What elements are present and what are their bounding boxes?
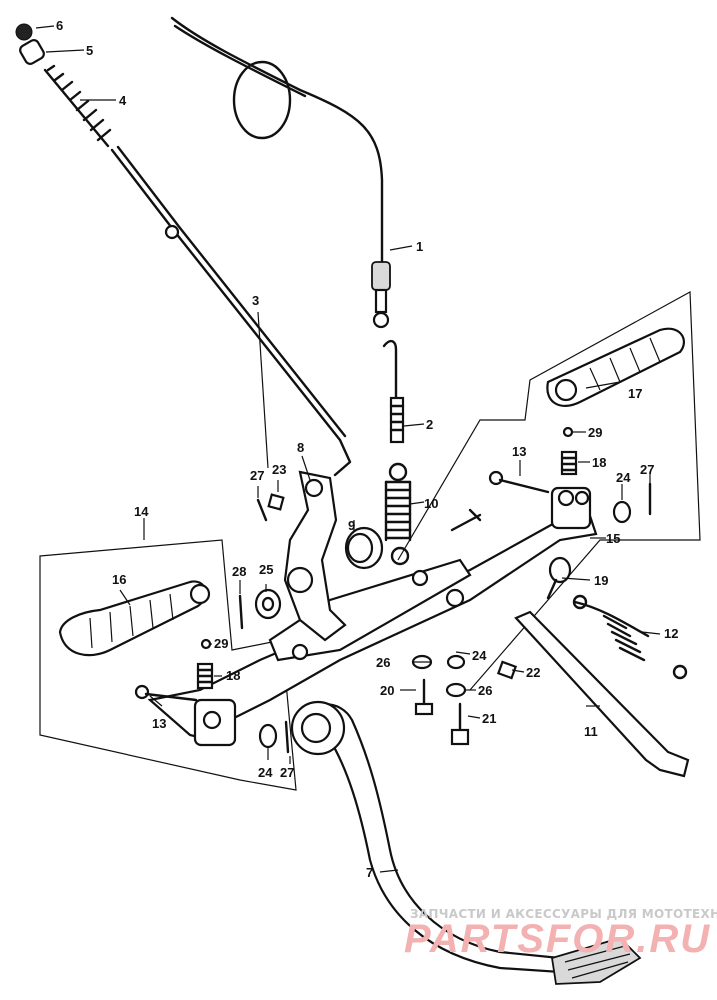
watermark-tagline: ЗАПЧАСТИ И АКСЕССУАРЫ ДЛЯ МОТОТЕХНИКИ (410, 907, 717, 921)
callout-18-right: 18 (592, 455, 606, 470)
brake-pedal (290, 700, 642, 985)
callout-27-lower: 27 (280, 765, 294, 780)
callout-27-upper-left: 27 (250, 468, 264, 483)
return-spring-10 (384, 462, 412, 566)
callout-23: 23 (272, 462, 286, 477)
callout-29-right: 29 (588, 425, 602, 440)
left-footpeg-rubber (58, 580, 211, 657)
callout-7: 7 (366, 865, 373, 880)
footrest-bar (147, 486, 598, 747)
callout-15: 15 (606, 531, 620, 546)
callout-24-mid: 24 (472, 648, 487, 663)
callout-10: 10 (424, 496, 438, 511)
callout-11: 11 (584, 724, 598, 739)
brake-arm (283, 470, 384, 642)
callout-13-right: 13 (512, 444, 526, 459)
callout-18-left: 18 (226, 668, 240, 683)
callout-24-right: 24 (616, 470, 631, 485)
callout-3: 3 (252, 293, 259, 308)
right-footpeg-rubber (546, 327, 685, 408)
callout-19: 19 (594, 573, 608, 588)
callout-14: 14 (134, 504, 149, 519)
callout-9: 9 (348, 518, 355, 533)
stop-switch-spring (382, 339, 405, 444)
callout-26-lower: 26 (478, 683, 492, 698)
callout-21: 21 (482, 711, 496, 726)
callout-labels: 1 2 3 4 5 6 7 8 9 10 11 12 13 13 14 15 1… (56, 18, 678, 880)
callout-28: 28 (232, 564, 246, 579)
callout-8: 8 (297, 440, 304, 455)
callout-6: 6 (56, 18, 63, 33)
callout-2: 2 (426, 417, 433, 432)
right-footrest-group-frame (397, 291, 701, 691)
callout-16: 16 (112, 572, 126, 587)
callout-26-upper: 26 (376, 655, 390, 670)
callout-12: 12 (664, 626, 678, 641)
callout-13-left: 13 (152, 716, 166, 731)
callout-25: 25 (259, 562, 273, 577)
side-stand (514, 594, 690, 778)
callout-24-left: 24 (258, 765, 273, 780)
rear-brake-cable (170, 16, 391, 329)
callout-5: 5 (86, 43, 93, 58)
callout-1: 1 (416, 239, 423, 254)
callout-17: 17 (628, 386, 642, 401)
brake-rod-assembly (15, 23, 352, 477)
callout-4: 4 (119, 93, 127, 108)
callout-20: 20 (380, 683, 394, 698)
callout-22: 22 (526, 665, 540, 680)
hardware-bolts-washers (134, 426, 652, 754)
watermark-brand: PARTSFOR.RU (404, 917, 711, 961)
watermark: ЗАПЧАСТИ И АКСЕССУАРЫ ДЛЯ МОТОТЕХНИКИ PA… (404, 907, 717, 961)
callout-27-right: 27 (640, 462, 654, 477)
callout-29-left: 29 (214, 636, 228, 651)
leader-lines (35, 25, 661, 873)
left-footrest-group-frame (39, 539, 297, 791)
